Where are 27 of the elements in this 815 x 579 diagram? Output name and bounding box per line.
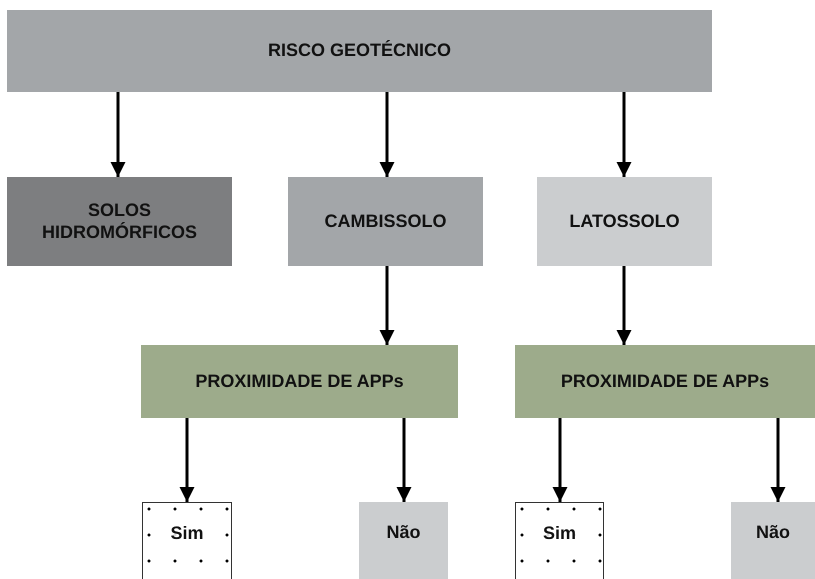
arrow xyxy=(616,266,632,345)
node-label: RISCO GEOTÉCNICO xyxy=(268,40,451,62)
arrow xyxy=(616,92,632,177)
node-label: LATOSSOLO xyxy=(569,210,680,232)
dotted-box xyxy=(515,502,604,579)
arrow xyxy=(396,418,412,502)
node-label: PROXIMIDADE DE APPs xyxy=(195,370,404,392)
node-label: CAMBISSOLO xyxy=(324,210,446,232)
dotted-box xyxy=(142,502,232,579)
arrow xyxy=(770,418,786,502)
node-label: Não xyxy=(386,522,420,544)
arrow xyxy=(110,92,126,177)
node-label: PROXIMIDADE DE APPs xyxy=(560,370,770,392)
arrow xyxy=(180,418,194,502)
category-box xyxy=(515,345,815,418)
node-label: Não xyxy=(756,522,790,544)
arrow xyxy=(380,266,394,345)
header-band xyxy=(7,10,712,92)
category-box xyxy=(141,345,458,418)
arrow xyxy=(380,92,394,177)
category-box xyxy=(731,502,815,579)
node-label: SOLOS HIDROMÓRFICOS xyxy=(41,200,198,244)
arrow xyxy=(552,418,568,502)
category-box xyxy=(288,177,483,266)
category-box xyxy=(7,177,232,266)
category-box xyxy=(359,502,448,579)
category-box xyxy=(537,177,712,266)
